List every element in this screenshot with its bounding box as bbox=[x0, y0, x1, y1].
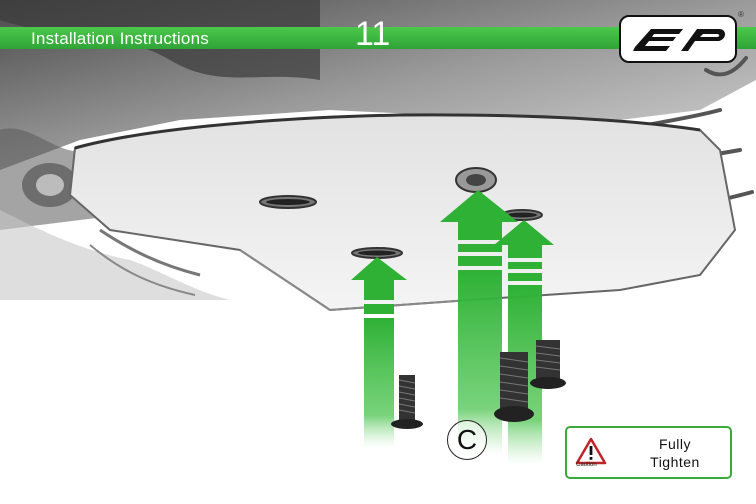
header-title: Installation Instructions bbox=[31, 29, 209, 49]
caution-message: Fully Tighten bbox=[625, 435, 725, 471]
caution-caption: Caution bbox=[576, 462, 597, 468]
caution-box: Caution Fully Tighten bbox=[565, 426, 732, 479]
caution-line-2: Tighten bbox=[625, 453, 725, 471]
ep-logo-icon bbox=[619, 15, 737, 63]
bolt-left bbox=[391, 375, 423, 429]
warning-triangle-icon bbox=[575, 436, 607, 474]
page-number: 11 bbox=[355, 16, 390, 52]
registered-mark: ® bbox=[738, 10, 744, 19]
bolt-center bbox=[494, 352, 534, 422]
caution-line-1: Fully bbox=[625, 435, 725, 453]
step-label: C bbox=[447, 420, 487, 460]
